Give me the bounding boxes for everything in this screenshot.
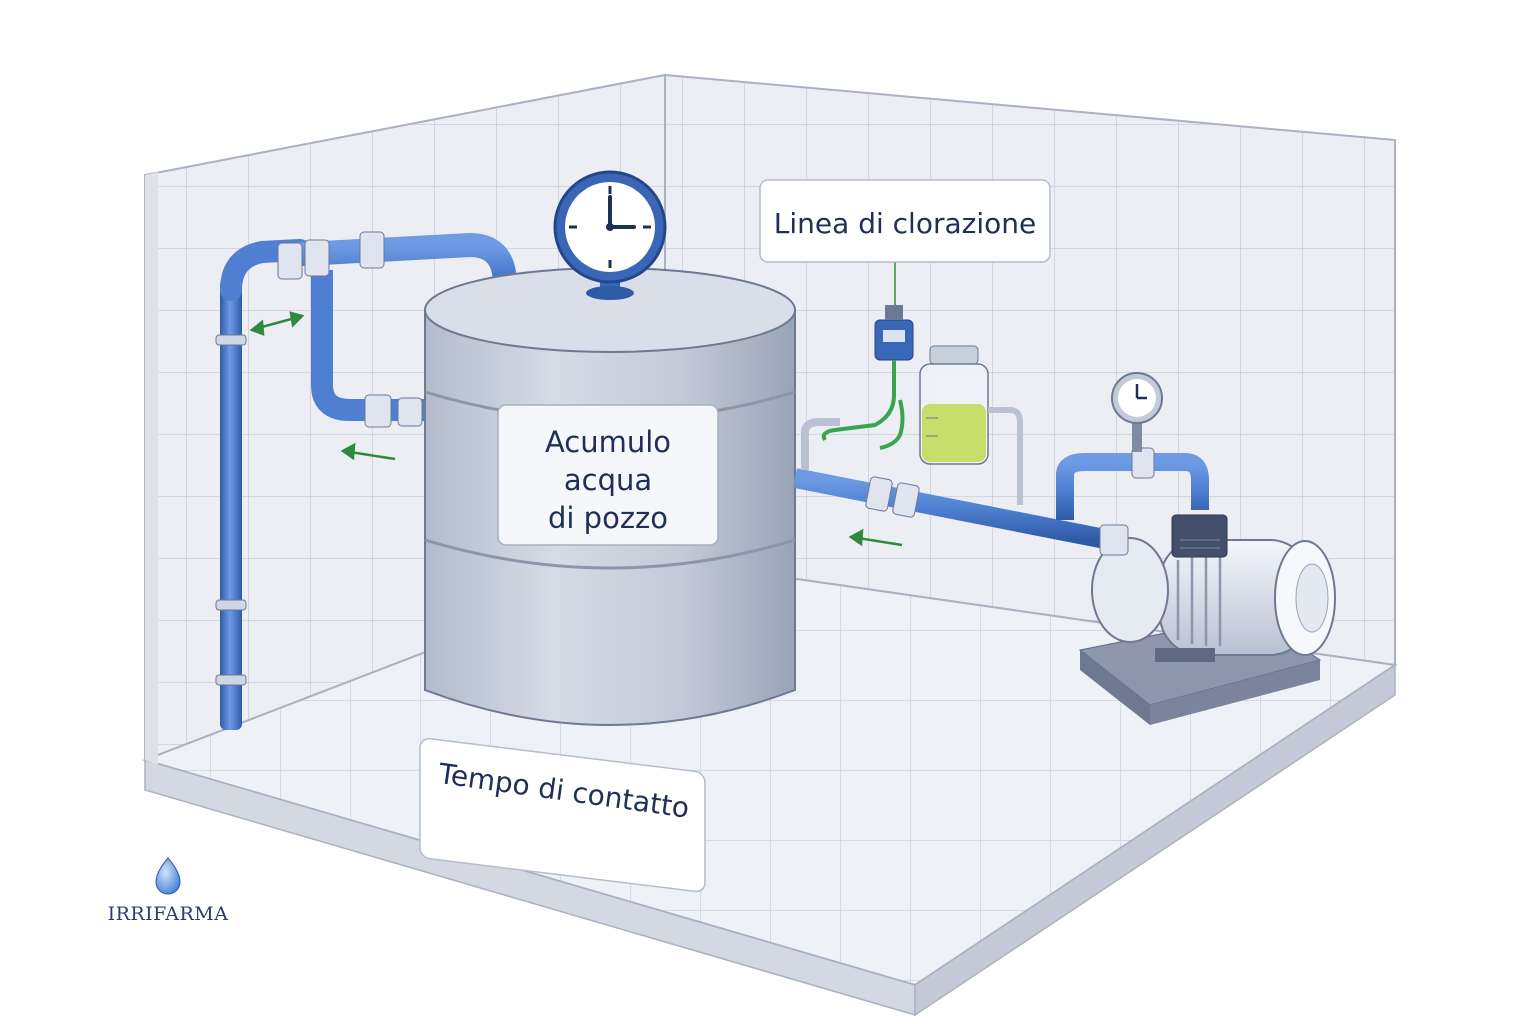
- pipe-coupling: [304, 239, 330, 277]
- water-drop-icon: [155, 857, 181, 895]
- chlorination-system: Linea di clorazione: [759, 179, 1051, 505]
- left-wall-edge: [145, 172, 158, 765]
- clock-pivot: [606, 223, 614, 231]
- tank-label-panel: [497, 404, 719, 546]
- clock-base: [586, 286, 634, 300]
- pump-base-side: [1150, 660, 1320, 725]
- tank-label-line: acqua: [564, 463, 652, 497]
- callout-box: [419, 737, 706, 893]
- pump-base-side: [1080, 650, 1150, 725]
- dosing-pump-display: [883, 330, 905, 342]
- brand-name: IRRIFARMA: [108, 903, 229, 925]
- tank-label-line: Acumulo: [545, 425, 671, 459]
- flow-arrow-left: [848, 528, 903, 547]
- top-elbow-pipe: [220, 239, 311, 301]
- pipe-coupling: [364, 394, 392, 428]
- flow-arrows: [249, 311, 903, 547]
- outlet-pipe: [793, 468, 1112, 550]
- contact-time-callout: Tempo di contatto: [419, 737, 706, 893]
- pipe-coupling: [397, 397, 423, 427]
- clock-ticks: [569, 186, 651, 268]
- callout-box: [759, 179, 1051, 263]
- pipe-coupling: [1131, 447, 1155, 479]
- dosing-bypass-pipe: [801, 418, 840, 470]
- pump-terminal-box: [1171, 514, 1228, 558]
- gauge-stem: [1132, 418, 1142, 452]
- pump-head: [1091, 537, 1169, 643]
- brand-logo: IRRIFARMA: [108, 857, 229, 925]
- pipe-clamp: [215, 599, 247, 611]
- tank-label-line: di pozzo: [548, 501, 668, 535]
- dosing-pump-top: [885, 305, 903, 320]
- tank-band: [424, 538, 796, 570]
- chlorine-feed-tube: [821, 360, 896, 442]
- chlorine-feed-tube: [879, 399, 905, 450]
- water-pump: [1078, 514, 1336, 725]
- bidirectional-flow-arrow: [249, 311, 305, 336]
- inlet-piping: [215, 231, 526, 730]
- chlorine-tank-cap: [929, 345, 979, 365]
- pipe-coupling: [865, 476, 893, 512]
- floor-slab-side: [914, 663, 1396, 1017]
- pipe-coupling: [359, 231, 385, 269]
- contact-timer-clock: [553, 170, 667, 300]
- outlet-piping: [793, 418, 1209, 550]
- downcomer-pipe: [311, 270, 425, 421]
- pipe-coupling: [892, 482, 920, 518]
- pipe-clamp: [215, 334, 247, 346]
- motor-fins: [1176, 554, 1222, 646]
- chlorination-line-label: Linea di clorazione: [774, 207, 1036, 240]
- chlorine-liquid: [922, 404, 986, 462]
- pressure-gauge: [1111, 372, 1163, 424]
- pipe-coupling: [277, 242, 303, 280]
- motor-endcap-inner: [1295, 563, 1329, 633]
- flow-arrow-left: [340, 442, 396, 461]
- chlorine-return-pipe: [988, 407, 1023, 505]
- vertical-riser-pipe: [220, 280, 242, 730]
- storage-tank: Acumulo acqua di pozzo: [424, 267, 796, 726]
- pump-inlet-coupling: [1099, 524, 1129, 556]
- pipe-clamp: [215, 674, 247, 686]
- pump-foot: [1155, 648, 1215, 662]
